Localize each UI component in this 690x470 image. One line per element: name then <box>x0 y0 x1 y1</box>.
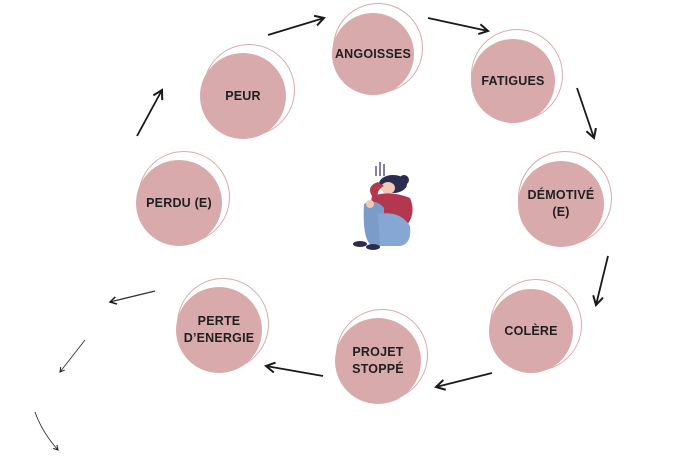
node-ring <box>203 44 295 136</box>
node-ring <box>333 3 423 93</box>
arrow-colere-to-projet-stoppe <box>434 372 493 391</box>
arrow-fatigues-to-demotive <box>576 87 597 140</box>
arrow-peur-to-angoisses <box>267 14 326 36</box>
arrow-projet-stoppe-to-perte-energie <box>263 361 324 377</box>
arrow-angoisses-to-fatigues <box>427 17 490 36</box>
trailing-arrow-3 <box>34 411 59 451</box>
node-ring <box>471 29 563 121</box>
node-ring <box>518 151 612 245</box>
sad-person-illustration <box>353 162 413 250</box>
node-ring <box>177 278 269 370</box>
node-ring <box>138 151 230 243</box>
node-ring <box>490 279 582 371</box>
trailing-arrow-1 <box>108 290 156 305</box>
arrow-demotive-to-colere <box>592 255 609 307</box>
trailing-arrow-2 <box>59 339 86 373</box>
arrow-perdu-to-peur <box>136 88 164 137</box>
node-ring <box>336 309 428 401</box>
